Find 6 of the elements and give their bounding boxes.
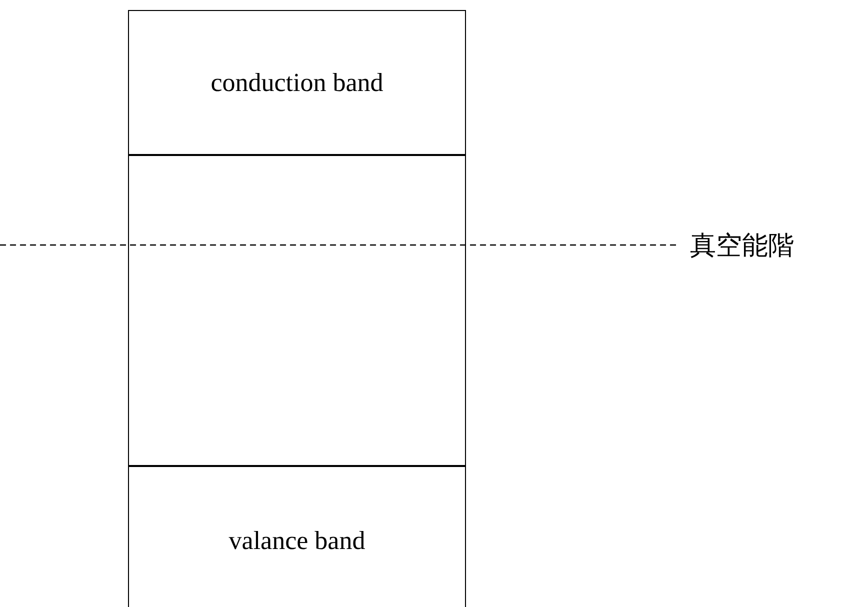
level-label: 真空能階 (690, 230, 794, 262)
energy-band-box (128, 465, 466, 607)
band-label: valance band (228, 526, 366, 556)
energy-band-box (128, 10, 466, 156)
band-label: conduction band (210, 68, 384, 98)
band-gap-box (128, 154, 466, 467)
